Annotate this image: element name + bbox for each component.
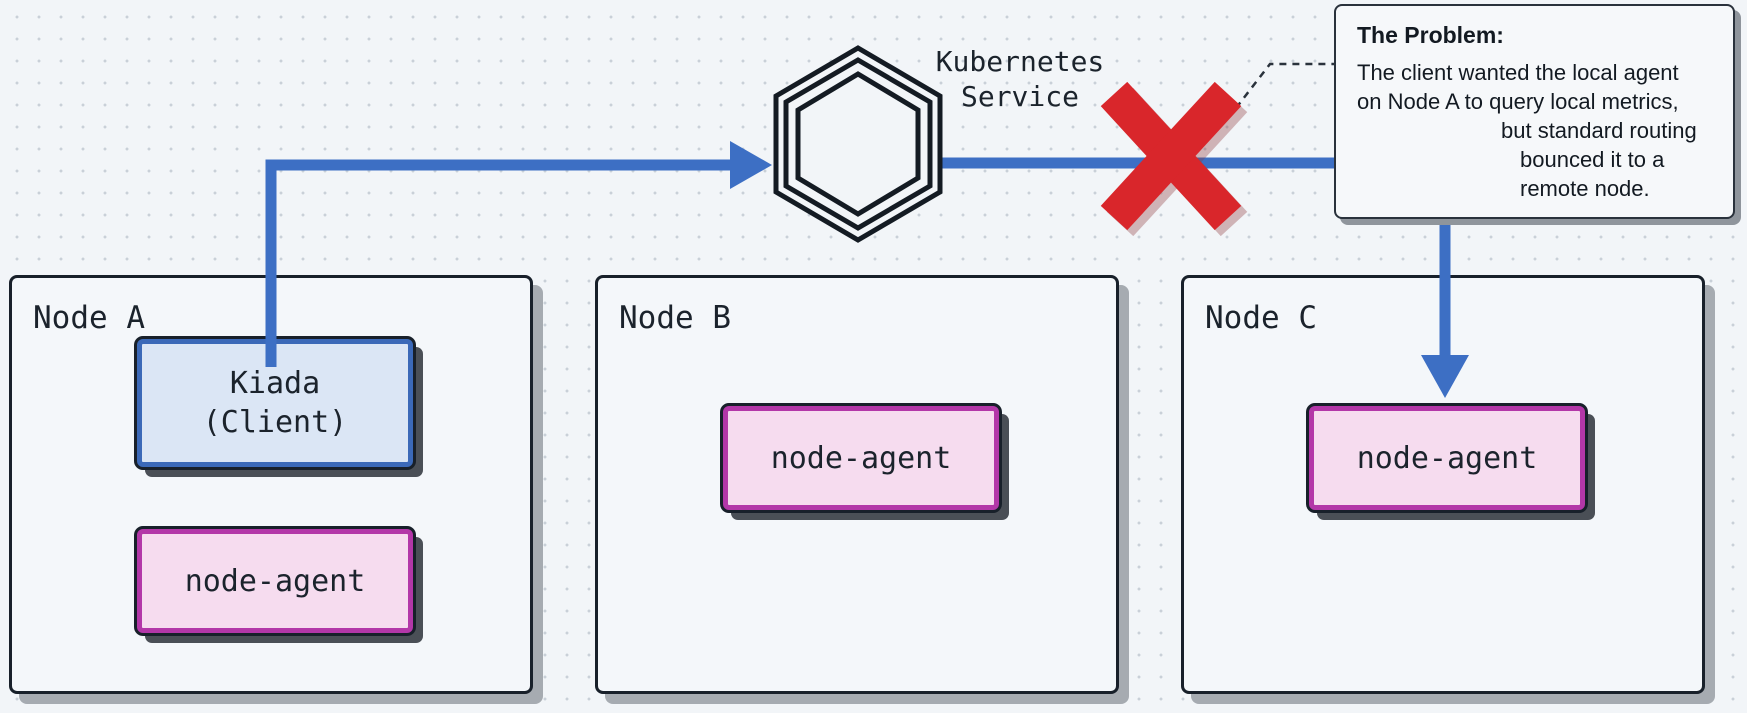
hexagon-icon bbox=[773, 45, 943, 243]
callout-title: The Problem: bbox=[1357, 22, 1504, 48]
node-a-container: Node A Kiada (Client) node-agent bbox=[9, 275, 533, 694]
node-c-label: Node C bbox=[1205, 300, 1317, 336]
node-c-agent-box: node-agent bbox=[1306, 403, 1588, 513]
node-a-label: Node A bbox=[33, 300, 145, 336]
problem-callout: The Problem: The client wanted the local… bbox=[1334, 4, 1735, 219]
node-b-label: Node B bbox=[619, 300, 731, 336]
node-b-agent-box: node-agent bbox=[720, 403, 1002, 513]
node-b-container: Node B node-agent bbox=[595, 275, 1119, 694]
kiada-client-box: Kiada (Client) bbox=[134, 336, 416, 470]
client-to-service-arrowhead bbox=[730, 141, 772, 189]
callout-leader-line bbox=[1235, 62, 1334, 109]
callout-line: on Node A to query local metrics, bbox=[1357, 89, 1679, 114]
callout-line: bounced it to a bbox=[1520, 147, 1665, 172]
kubernetes-service-label: Kubernetes Service bbox=[935, 45, 1105, 113]
callout-line: The client wanted the local agent bbox=[1357, 60, 1679, 85]
blocked-cross-icon bbox=[1100, 81, 1248, 237]
callout-line: but standard routing bbox=[1501, 118, 1697, 143]
node-c-container: Node C node-agent bbox=[1181, 275, 1705, 694]
node-a-agent-box: node-agent bbox=[134, 526, 416, 636]
callout-line: remote node. bbox=[1520, 176, 1650, 201]
